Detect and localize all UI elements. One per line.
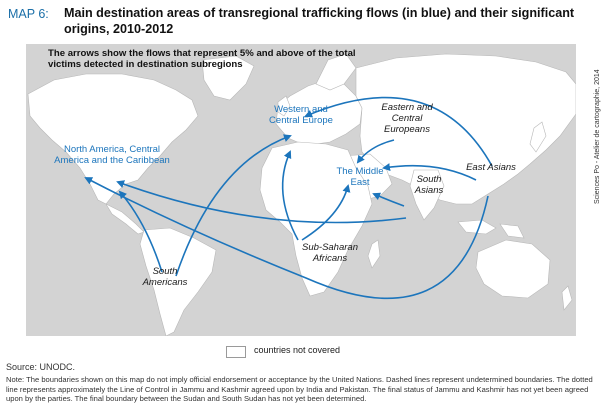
flow-sub-saharan-to-middle-east [301, 184, 351, 241]
landmass-japan [529, 121, 547, 153]
map-number-label: MAP 6: [8, 7, 49, 21]
world-map: The arrows show the flows that represent… [26, 44, 576, 336]
landmass-africa [259, 141, 373, 297]
credit-text: Sciences Po - Atelier de cartographie, 2… [594, 69, 601, 204]
map-header: MAP 6: Main destination areas of transre… [6, 4, 610, 38]
label-east-asians: East Asians [466, 162, 516, 173]
flow-east-asia-to-middle-east [382, 163, 477, 181]
map-subtitle: The arrows show the flows that represent… [48, 48, 356, 70]
label-western-central-europe: Western and Central Europe [269, 104, 333, 126]
flow-eastern-europe-to-middle-east [356, 139, 395, 164]
boundary-note: Note: The boundaries shown on this map d… [6, 375, 593, 403]
flow-east-asia-to-western-europe [304, 96, 493, 167]
label-middle-east: The Middle East [336, 166, 384, 188]
landmass-central-america [105, 203, 145, 235]
landmass-south-america [139, 227, 217, 336]
label-north-america: North America, Central America and the C… [54, 144, 170, 166]
label-south-americans: South Americans [142, 266, 188, 288]
world-map-svg [27, 53, 576, 336]
label-sub-saharan-africans: Sub-Saharan Africans [302, 242, 358, 264]
landmass-india [409, 169, 445, 221]
label-eastern-central-europeans: Eastern and Central Europeans [381, 102, 433, 135]
landmass-greenland [201, 55, 255, 101]
source-line: Source: UNODC. [6, 362, 76, 372]
flow-south-asia-to-middle-east [372, 192, 405, 207]
landmass-australia [475, 239, 551, 299]
landmass-indonesia [457, 219, 525, 239]
landmass-uk [277, 95, 291, 117]
legend-swatch-not-covered [226, 346, 246, 358]
landmass-new-zealand [561, 285, 573, 311]
landmass-north-america [27, 73, 199, 205]
legend-label-not-covered: countries not covered [254, 345, 341, 355]
cartography-credit: Sciences Po - Atelier de cartographie, 2… [578, 69, 601, 310]
flow-east-asia-to-north-america [84, 177, 489, 300]
map-title: Main destination areas of transregional … [64, 6, 575, 36]
flow-sub-saharan-to-western-europe [281, 150, 299, 241]
label-south-asians: South Asians [414, 174, 444, 196]
landmass-madagascar [367, 239, 381, 269]
flow-south-asia-to-north-america [116, 180, 407, 224]
flow-south-america-to-western-europe [175, 134, 292, 277]
